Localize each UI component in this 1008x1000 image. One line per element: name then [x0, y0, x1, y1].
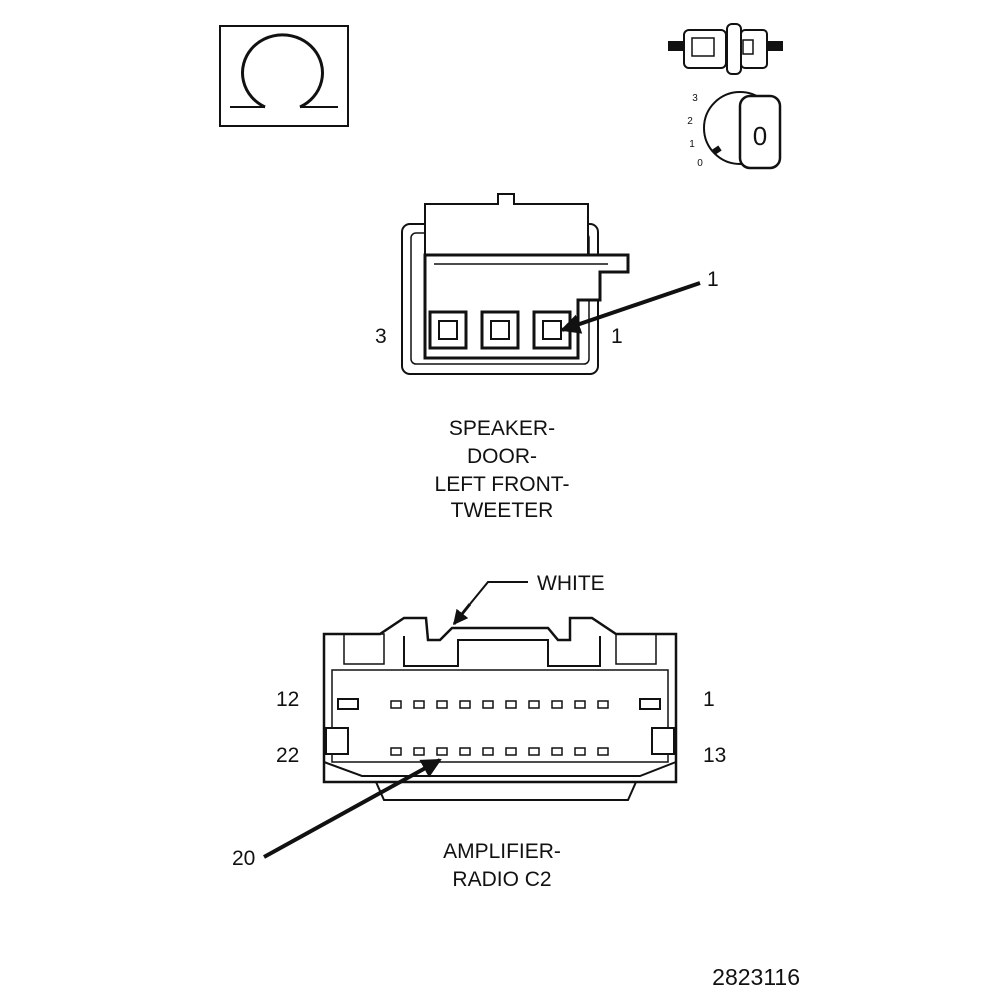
amplifier-pin-22-label: 22 [276, 744, 299, 767]
tweeter-pin-left-label: 3 [375, 325, 387, 348]
tweeter-connector [401, 193, 630, 375]
amplifier-callout-arrow [263, 758, 442, 859]
key-position-3: 3 [692, 93, 698, 104]
white-color-leader [469, 581, 528, 605]
amplifier-callout-label: 20 [232, 847, 255, 870]
tweeter-title-line-1: SPEAKER- [449, 417, 555, 440]
key-position-1: 1 [689, 139, 695, 150]
amplifier-pin-row-bottom [390, 747, 609, 756]
amplifier-pin-12-label: 12 [276, 688, 299, 711]
connector-plug-icon [668, 23, 783, 75]
tweeter-callout-label: 1 [707, 268, 719, 291]
white-color-arrow [452, 603, 472, 626]
key-label: 0 [753, 121, 767, 151]
amplifier-pin-13-label: 13 [703, 744, 726, 767]
ohm-resistance-icon [219, 25, 349, 127]
amplifier-pin-row-top [337, 698, 661, 710]
tweeter-title-line-2: DOOR- [467, 445, 537, 468]
key-position-0: 0 [697, 158, 703, 169]
ignition-key-icon: 0 3 2 1 0 [687, 91, 782, 170]
tweeter-pin-2 [480, 310, 520, 350]
key-position-2: 2 [687, 116, 693, 127]
figure-number: 2823116 [712, 964, 800, 990]
tweeter-callout-arrow [560, 281, 701, 334]
tweeter-title-line-4: TWEETER [451, 499, 554, 522]
amplifier-connector [322, 616, 678, 801]
tweeter-pin-3 [428, 310, 468, 350]
tweeter-pin-right-label: 1 [611, 325, 623, 348]
amplifier-title-line-1: AMPLIFIER- [443, 840, 561, 863]
amplifier-pin-1-label: 1 [703, 688, 715, 711]
white-color-label: WHITE [537, 572, 605, 595]
amplifier-title-line-2: RADIO C2 [452, 868, 551, 891]
tweeter-title-line-3: LEFT FRONT- [435, 473, 570, 496]
